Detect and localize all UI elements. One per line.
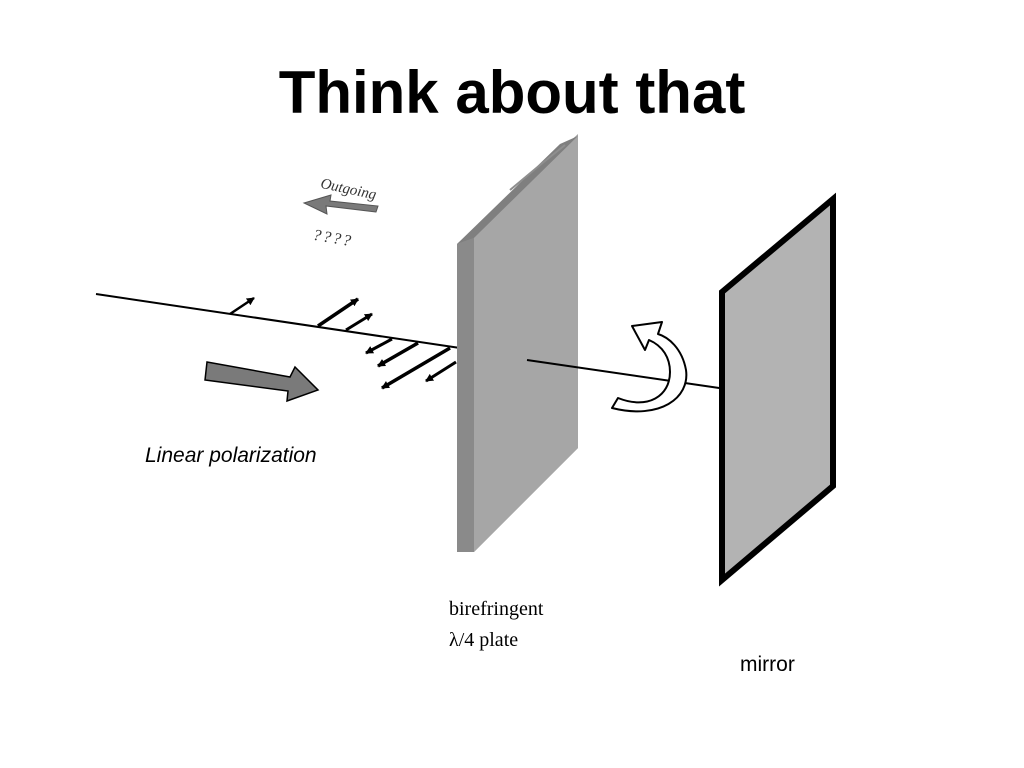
mirror-label: mirror [740, 653, 795, 676]
polarization-vectors [229, 296, 457, 390]
plate-label-line1: birefringent [449, 598, 544, 620]
unknown-label: ???? [312, 227, 354, 251]
transmitted-beam [526, 359, 727, 390]
outgoing-direction-arrow [302, 194, 379, 215]
incoming-direction-arrow [204, 361, 320, 403]
linear-polarization-label: Linear polarization [145, 444, 317, 467]
slide-title: Think about that [278, 59, 746, 126]
plate-label-line2: λ/4 plate [449, 629, 518, 651]
incoming-beam [95, 293, 461, 349]
birefringent-plate [457, 134, 578, 552]
mirror [719, 192, 836, 587]
rotation-arrow [611, 321, 688, 413]
